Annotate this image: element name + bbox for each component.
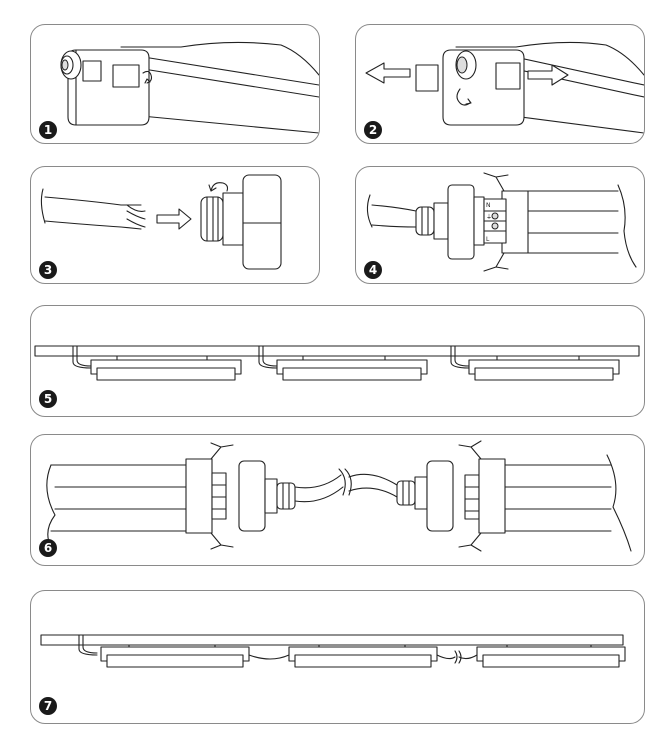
step-5-illustration <box>34 345 640 381</box>
step-6-panel: 6 <box>30 434 645 566</box>
step-2-badge: 2 <box>364 121 382 139</box>
luminaire-3 <box>450 345 620 381</box>
step-6-badge: 6 <box>39 539 57 557</box>
step-3-panel: 3 <box>30 166 320 284</box>
step-1-badge: 1 <box>39 121 57 139</box>
step-6-illustration <box>46 440 632 552</box>
step-2-illustration <box>365 41 644 134</box>
step-4-badge: 4 <box>364 261 382 279</box>
luminaire-b <box>288 644 438 668</box>
luminaire-1 <box>72 345 242 381</box>
luminaire-2 <box>258 345 428 381</box>
step-7-panel: 7 <box>30 590 645 724</box>
step-1-illustration <box>60 41 319 134</box>
step-7-badge: 7 <box>39 697 57 715</box>
terminal-label-earth: ⏚ <box>486 214 492 221</box>
luminaire-a <box>100 644 250 668</box>
step-5-badge: 5 <box>39 390 57 408</box>
step-5-panel: 5 <box>30 305 645 417</box>
step-2-panel: 2 <box>355 24 645 144</box>
step-7-illustration <box>40 634 626 668</box>
terminal-label-neutral: N <box>486 202 491 209</box>
terminal-label-live: L <box>486 236 490 243</box>
step-3-illustration <box>40 174 282 270</box>
step-4-illustration: N ⏚ L <box>366 172 637 272</box>
step-4-panel: N ⏚ L 4 <box>355 166 645 284</box>
step-3-badge: 3 <box>39 261 57 279</box>
luminaire-c <box>476 644 626 668</box>
step-1-panel: 1 <box>30 24 320 144</box>
